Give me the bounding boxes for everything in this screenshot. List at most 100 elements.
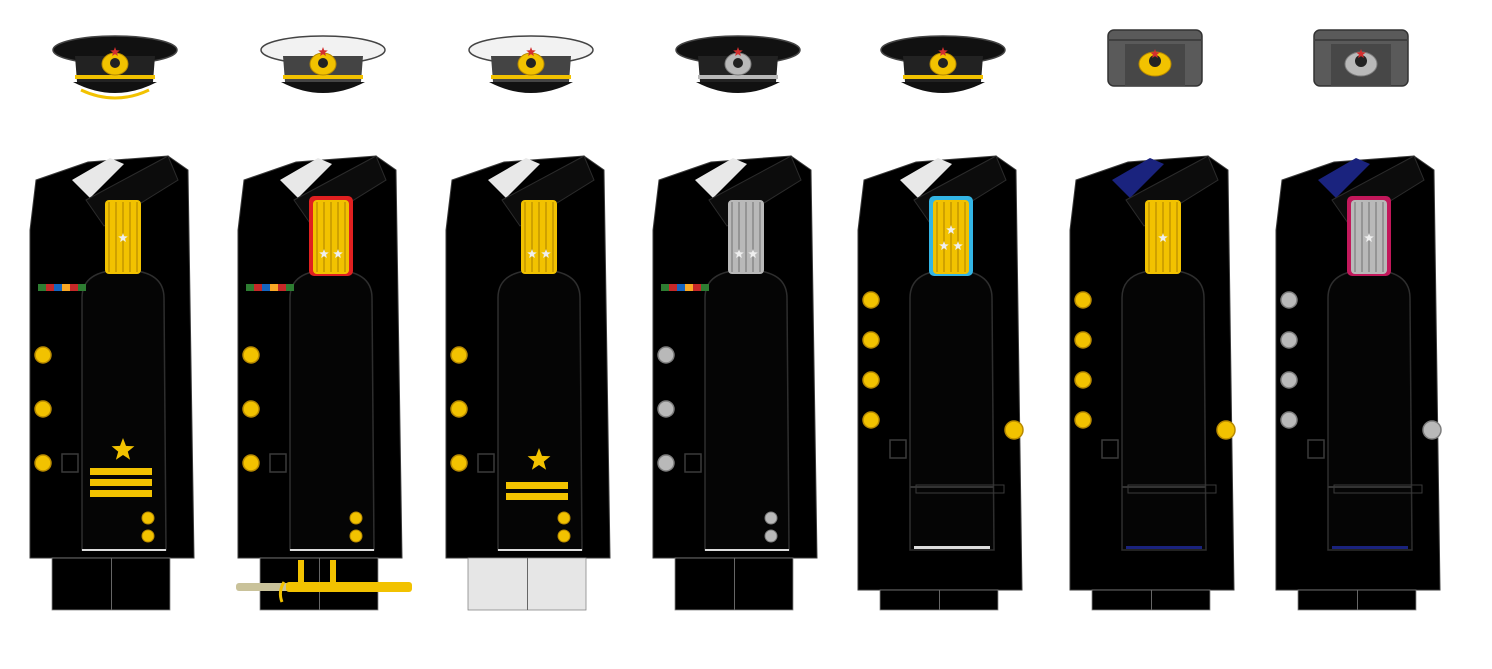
shoulder-board-weave [1155,202,1157,272]
cuff-button [349,511,363,525]
cockade-center [110,58,120,68]
shoulder-board-weave [752,202,754,272]
shoulder-board-weave [745,202,747,272]
uniform-figure-2 [228,30,418,630]
cuff-trim [1332,546,1408,549]
cuff-button [141,511,155,525]
ribbon-bar [286,284,294,291]
jacket [237,155,403,559]
peaked-cap [468,35,594,93]
body-group [857,155,1024,611]
jacket [857,155,1024,591]
uniform-drawing [445,35,611,611]
jacket-sleeve [1327,269,1413,551]
cockade-star [733,47,743,56]
ribbon-bar [54,284,62,291]
ribbon-bar [70,284,78,291]
sleeve-cuff-line [498,549,582,551]
shoulder-star [1364,233,1374,242]
half-belt-button [1004,420,1024,440]
jacket [1069,155,1236,591]
shoulder-board-weave [950,202,952,272]
trousers-seam [527,558,528,610]
cap-group [260,35,386,93]
uniform-figure-7 [1266,29,1456,630]
cap-group [52,35,178,100]
jacket-collar [1112,158,1164,198]
jacket-button [242,400,260,418]
trousers [879,589,999,611]
jacket-sleeve [289,269,375,551]
uniform-drawing [1275,29,1442,611]
pocket-flap [269,453,287,473]
shoulder-board-weave [957,202,959,272]
jacket-button [862,331,880,349]
jacket-button [1280,331,1298,349]
ribbon-bar [254,284,262,291]
cuff-trim [1126,546,1202,549]
cockade-center [318,58,328,68]
jacket-button [34,400,52,418]
cockade-center [526,58,536,68]
shoulder-star [734,249,744,258]
shoulder-board-weave [1382,202,1384,272]
cap-visor [696,82,780,93]
uniform-drawing [1069,29,1236,611]
jacket-button [1074,291,1092,309]
trousers-seam [1357,590,1358,610]
shoulder-board-weave [337,202,339,272]
jacket-collar [1318,158,1370,198]
body-group [1069,155,1236,611]
jacket-button [1074,371,1092,389]
ribbon-bar [677,284,685,291]
peaked-cap [52,35,178,100]
cuff-button [349,529,363,543]
peaked-cap [260,35,386,93]
shoulder-board-weave [1361,202,1363,272]
sleeve-cuff-line [1122,486,1206,488]
shoulder-board-weave [108,202,110,272]
pocket-flap [477,453,495,473]
cuff-button [557,529,571,543]
shoulder-star [527,249,537,258]
cuff-button [141,529,155,543]
cap-visor [73,82,157,93]
shoulder-board [521,200,557,274]
shoulder-star [319,249,329,258]
jacket-sleeve [497,269,583,551]
cockade-star [938,47,948,56]
pocket-flap [1101,439,1119,459]
pocket-flap [1307,439,1325,459]
jacket-collar [695,158,747,198]
jacket-button [657,400,675,418]
shoulder-board-weave [1169,202,1171,272]
jacket-button [34,346,52,364]
cockade-star [1356,49,1366,58]
sleeve-star [111,438,135,460]
naval-dirk [236,560,412,603]
cap-visor [489,82,573,93]
shoulder-board [929,196,973,276]
jacket-button [450,454,468,472]
pocket-flap [684,453,702,473]
jacket-sleeve [704,269,790,551]
half-belt [1127,484,1217,494]
sleeve-cuff-line [1328,486,1412,488]
cockade-center [938,58,948,68]
uniform-figure-6 [1060,29,1250,630]
ribbon-bar [38,284,46,291]
shoulder-board-weave [964,202,966,272]
shoulder-board-weave [1148,202,1150,272]
shoulder-board [1347,196,1391,276]
peaked-cap [880,35,1006,93]
ribbon-bar [270,284,278,291]
cap-visor [281,82,365,93]
cuff-button [764,529,778,543]
cockade-center [1355,55,1367,67]
shoulder-star [541,249,551,258]
cockade-star [110,47,120,56]
jacket-sleeve [81,269,167,551]
ribbon-bar [46,284,54,291]
trousers-seam [111,558,112,610]
